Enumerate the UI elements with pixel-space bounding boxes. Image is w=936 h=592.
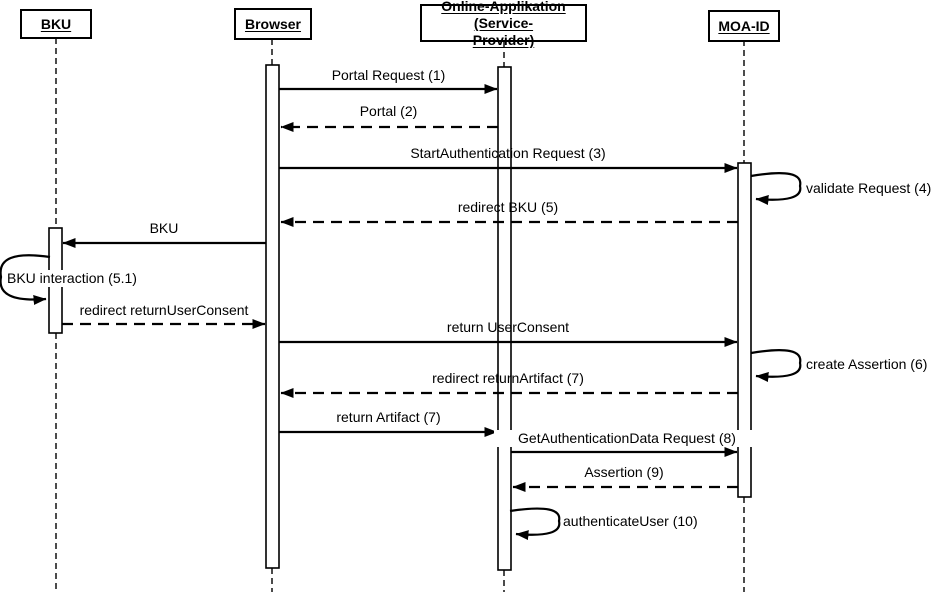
self-loop-authenticateuser	[509, 507, 561, 541]
message-label-assertion: Assertion (9)	[584, 464, 664, 480]
activation-bars	[48, 64, 752, 571]
self-loop-create-assertion	[750, 349, 802, 383]
browser-activation-bar	[265, 64, 280, 569]
message-label-validate-request: validate Request (4)	[806, 180, 932, 196]
participant-box-moa-id: MOA-ID	[708, 10, 780, 42]
message-label-bku: BKU	[149, 220, 179, 236]
participant-box-browser: Browser	[234, 8, 312, 40]
self-loop-bku-interaction	[0, 254, 51, 305]
lifelines	[55, 38, 745, 592]
message-label-redirect-returnuserconsent: redirect returnUserConsent	[79, 302, 249, 318]
message-label-return-userconsent: return UserConsent	[446, 319, 570, 335]
message-label-getauthenticationdata-request: GetAuthenticationData Request (8)	[494, 430, 760, 447]
message-label-return-artifact: return Artifact (7)	[336, 409, 441, 425]
participant-label-bku: BKU	[40, 15, 72, 32]
moa-id-activation-bar	[737, 162, 752, 498]
participant-label-moa-id: MOA-ID	[718, 17, 770, 34]
message-label-redirect-bku: redirect BKU (5)	[457, 199, 559, 215]
participant-label-browser: Browser	[244, 15, 302, 32]
message-label-create-assertion: create Assertion (6)	[806, 356, 928, 372]
participant-box-online-applikation: Online-Applikation (Service- Provider)	[420, 0, 587, 48]
participant-label-online-applikation-line1: Online-Applikation (Service-	[441, 0, 566, 31]
message-label-portal-request: Portal Request (1)	[331, 67, 446, 83]
participant-box-bku: BKU	[20, 9, 92, 39]
message-label-bku-interaction: BKU interaction (5.1)	[5, 270, 139, 287]
message-label-redirect-returnartifact: redirect returnArtifact (7)	[432, 370, 584, 386]
participant-label-online-applikation-line2: Provider)	[472, 31, 535, 48]
message-arrows	[0, 84, 802, 541]
message-label-portal: Portal (2)	[359, 103, 418, 119]
message-label-authenticateuser: authenticateUser (10)	[563, 513, 698, 529]
message-label-startauthentication-request: StartAuthentication Request (3)	[410, 145, 606, 161]
self-loop-validate-request	[750, 172, 802, 206]
